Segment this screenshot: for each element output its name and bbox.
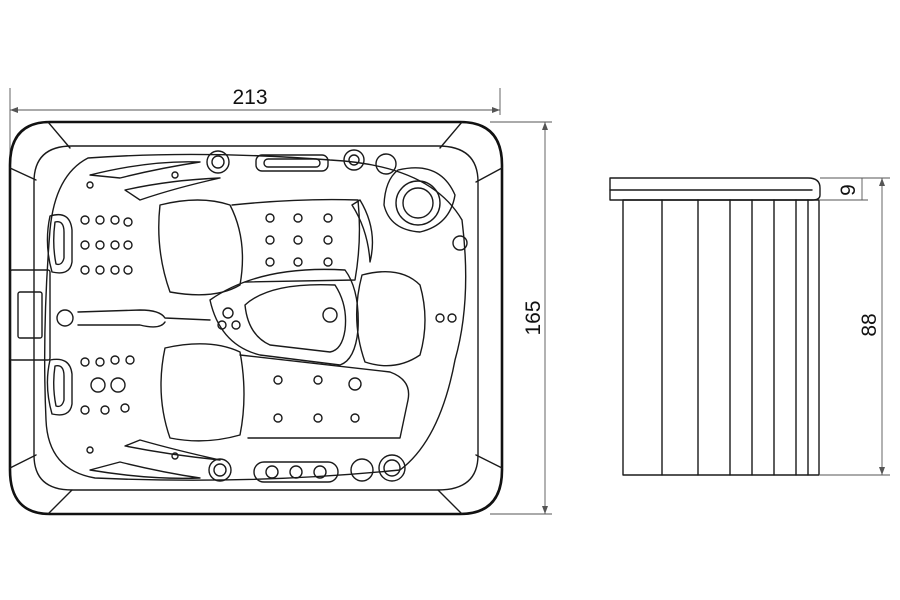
jet — [322, 307, 338, 323]
jet — [110, 377, 126, 393]
jets — [56, 171, 457, 460]
jet — [273, 413, 283, 423]
jet — [95, 357, 105, 367]
rim-label: 9 — [837, 184, 860, 196]
jet — [265, 257, 275, 267]
top-accessories — [206, 149, 397, 175]
tub-outer-shell — [8, 120, 504, 516]
jet — [273, 375, 283, 385]
seat-lower-left — [160, 343, 410, 442]
jet — [86, 181, 94, 189]
jet — [110, 355, 120, 365]
side-rim — [609, 177, 821, 201]
jet — [123, 265, 133, 275]
jet — [293, 257, 303, 267]
jet — [95, 265, 105, 275]
height-dimension: 88 — [820, 177, 890, 476]
cabinet-panels — [661, 199, 809, 476]
depth-label: 165 — [522, 300, 545, 335]
side-cabinet — [622, 199, 820, 476]
jet — [313, 413, 323, 423]
jet — [323, 235, 333, 245]
depth-dimension: 165 — [490, 121, 552, 515]
jet — [447, 313, 457, 323]
jet — [293, 213, 303, 223]
side-view: 9 88 — [609, 177, 890, 476]
jet — [123, 240, 133, 250]
height-label: 88 — [858, 313, 881, 336]
jet — [80, 357, 90, 367]
jet — [80, 240, 90, 250]
jet — [123, 217, 133, 227]
tub-inner-rim — [33, 145, 479, 491]
jet — [110, 240, 120, 250]
headrests — [46, 213, 73, 416]
jet — [86, 446, 94, 454]
jet — [95, 215, 105, 225]
jet — [323, 257, 333, 267]
jet — [217, 320, 227, 330]
jet — [90, 377, 106, 393]
jet — [348, 377, 362, 391]
jet — [265, 235, 275, 245]
top-view: 213 165 — [8, 86, 552, 516]
jet — [110, 265, 120, 275]
jet — [323, 213, 333, 223]
jet — [80, 265, 90, 275]
jet — [110, 215, 120, 225]
jet — [80, 215, 90, 225]
jet — [231, 320, 241, 330]
width-label: 213 — [232, 86, 267, 109]
rim-dimension: 9 — [820, 177, 868, 201]
center-channel — [77, 309, 211, 328]
jet — [435, 313, 445, 323]
seat-upper-left — [158, 198, 361, 296]
jet — [56, 309, 74, 327]
jet — [265, 213, 275, 223]
jet — [222, 307, 234, 319]
jet — [293, 235, 303, 245]
control-panel — [9, 269, 51, 361]
jet — [313, 375, 323, 385]
jet — [100, 405, 110, 415]
jet — [171, 452, 179, 460]
jet — [95, 240, 105, 250]
decorative-swooshes — [89, 161, 374, 480]
jet — [125, 355, 135, 365]
jet — [350, 413, 360, 423]
width-dimension: 213 — [9, 86, 501, 160]
jet — [171, 171, 179, 179]
jet — [80, 405, 90, 415]
corner-bevels — [9, 121, 503, 515]
jet — [120, 403, 130, 413]
bottom-accessories — [208, 454, 406, 483]
lounger — [209, 268, 426, 367]
waterfall-feature — [383, 167, 468, 251]
